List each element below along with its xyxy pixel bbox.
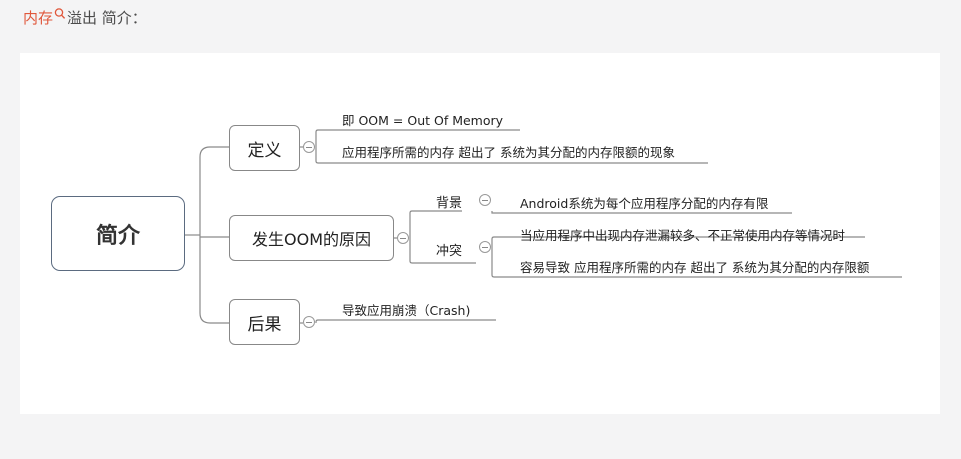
memory-link[interactable]: 内存 bbox=[23, 9, 54, 27]
leaf-conflict-1: 当应用程序中出现内存泄漏较多、不正常使用内存等情况时 bbox=[520, 228, 846, 243]
branch-definition-label: 定义 bbox=[247, 140, 282, 161]
search-icon[interactable] bbox=[54, 7, 66, 25]
leaf-conflict-2: 容易导致 应用程序所需的内存 超出了 系统为其分配的内存限额 bbox=[520, 260, 870, 275]
leaf-result-1: 导致应用崩溃（Crash) bbox=[342, 303, 471, 318]
branch-cause-label: 发生OOM的原因 bbox=[252, 230, 371, 249]
root-label: 简介 bbox=[95, 223, 140, 249]
leaf-definition-2: 应用程序所需的内存 超出了 系统为其分配的内存限额的现象 bbox=[342, 145, 675, 160]
collapse-definition-icon[interactable] bbox=[303, 141, 315, 153]
sub-background-label: 背景 bbox=[436, 196, 463, 211]
sub-conflict-label: 冲突 bbox=[436, 244, 463, 259]
collapse-result-icon[interactable] bbox=[303, 316, 315, 328]
branch-result-label: 后果 bbox=[247, 314, 282, 335]
root-node[interactable]: 简介 bbox=[51, 196, 185, 271]
heading-text: 溢出 简介： bbox=[67, 9, 147, 27]
collapse-background-icon[interactable] bbox=[479, 194, 491, 206]
collapse-cause-icon[interactable] bbox=[397, 232, 409, 244]
branch-cause[interactable]: 发生OOM的原因 bbox=[229, 215, 394, 261]
collapse-conflict-icon[interactable] bbox=[479, 241, 491, 253]
branch-result[interactable]: 后果 bbox=[229, 299, 300, 345]
connector-lines bbox=[184, 129, 902, 324]
page-heading: 内存溢出 简介： bbox=[23, 7, 147, 28]
mindmap-panel: 简介 定义 即 OOM = Out Of Memory 应用程序所需的内存 超出… bbox=[20, 53, 940, 414]
leaf-background-1: Android系统为每个应用程序分配的内存有限 bbox=[520, 196, 769, 211]
branch-definition[interactable]: 定义 bbox=[229, 125, 300, 171]
leaf-definition-1: 即 OOM = Out Of Memory bbox=[342, 113, 504, 128]
